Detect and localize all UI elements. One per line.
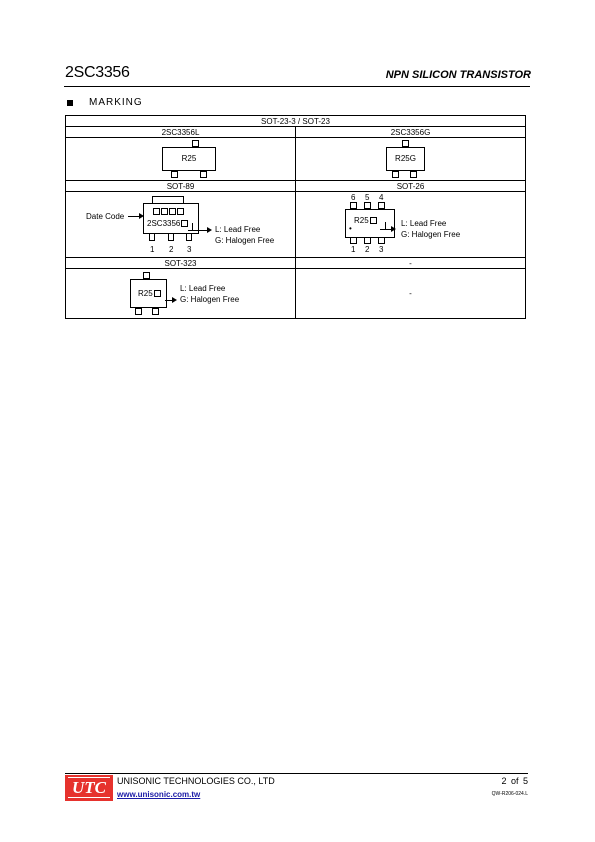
empty-cell: -	[295, 268, 526, 319]
sot23-lead-free-title: 2SC3356L	[65, 126, 296, 138]
arrow-icon	[207, 227, 212, 233]
package-pin-icon	[135, 308, 142, 315]
option-box-icon	[181, 220, 189, 228]
package-marking: R25	[354, 216, 369, 225]
package-pin-icon	[149, 233, 155, 241]
option-box-icon	[369, 217, 377, 225]
pin-number: 3	[187, 245, 192, 254]
package-pin-icon	[410, 171, 417, 178]
sot323-cell: R25 L: Lead Free G: Halogen Free	[65, 268, 296, 319]
document-type: NPN SILICON TRANSISTOR	[385, 69, 531, 81]
empty-header: -	[295, 257, 526, 269]
package-body: 2SC3356	[143, 203, 199, 234]
date-code-boxes	[152, 207, 184, 216]
pin-number: 4	[379, 193, 384, 202]
header-rule	[64, 86, 530, 87]
package-marking: R25	[181, 154, 197, 163]
package-pin-icon	[192, 140, 199, 147]
package-pin-icon	[168, 233, 174, 241]
sot323-title: SOT-323	[65, 257, 296, 269]
package-marking: R25G	[395, 154, 416, 163]
package-pin-icon	[350, 237, 357, 244]
package-marking: R25	[138, 289, 153, 298]
website-link[interactable]: www.unisonic.com.tw	[117, 790, 201, 799]
package-pin-icon	[378, 237, 385, 244]
sot23-lead-free-cell: R25	[65, 137, 296, 181]
marking-table: SOT-23-3 / SOT-23 2SC3356L 2SC3356G R25 …	[65, 115, 526, 319]
package-body: R25	[162, 147, 216, 171]
package-marking: 2SC3356	[147, 219, 181, 228]
arrow-icon	[391, 226, 396, 232]
logo-text: UTC	[72, 778, 106, 797]
document-code: QW-R206-024.L	[491, 791, 528, 797]
halogen-free-note: G: Halogen Free	[215, 236, 275, 245]
package-pin-icon	[186, 233, 192, 241]
sot89-cell: Date Code 2SC3356 L: Lead Free G: Haloge…	[65, 191, 296, 258]
page-number: 2 of 5	[501, 776, 528, 786]
date-code-box-icon	[177, 208, 184, 216]
footer-rule	[65, 773, 528, 774]
pin-number: 3	[379, 245, 384, 254]
date-code-box-icon	[161, 208, 168, 216]
pin1-dot-icon: •	[349, 224, 352, 233]
halogen-free-note: G: Halogen Free	[401, 230, 461, 239]
option-leader	[188, 223, 193, 231]
date-code-label: Date Code	[86, 212, 125, 221]
lead-free-note: L: Lead Free	[401, 219, 447, 228]
pin-number: 5	[365, 193, 370, 202]
package-pin-icon	[402, 140, 409, 147]
option-arrow	[165, 300, 173, 301]
logo-line	[68, 797, 110, 798]
utc-logo: UTC	[65, 775, 113, 801]
package-pin-icon	[378, 202, 385, 209]
pin-number: 2	[169, 245, 174, 254]
option-box-icon	[153, 290, 161, 298]
sot26-cell: 6 5 4 R25 • L: Lead Free G: Halogen Free…	[295, 191, 526, 258]
pin-number: 1	[351, 245, 356, 254]
package-body: R25G	[386, 147, 425, 171]
section-bullet-icon	[67, 100, 73, 106]
sot26-title: SOT-26	[295, 180, 526, 192]
package-pin-icon	[171, 171, 178, 178]
package-pin-icon	[364, 202, 371, 209]
package-pin-icon	[143, 272, 150, 279]
arrow-icon	[139, 213, 144, 219]
lead-free-note: L: Lead Free	[180, 284, 226, 293]
part-number: 2SC3356	[65, 64, 130, 81]
section-title: MARKING	[89, 97, 143, 108]
lead-free-note: L: Lead Free	[215, 225, 261, 234]
pin-number: 1	[150, 245, 155, 254]
option-arrow	[192, 230, 208, 231]
package-pin-icon	[364, 237, 371, 244]
date-code-box-icon	[169, 208, 176, 216]
halogen-free-note: G: Halogen Free	[180, 295, 240, 304]
company-name: UNISONIC TECHNOLOGIES CO., LTD	[117, 776, 275, 786]
package-pin-icon	[392, 171, 399, 178]
package-pin-icon	[152, 308, 159, 315]
sot23-halogen-free-cell: R25G	[295, 137, 526, 181]
pin-number: 6	[351, 193, 356, 202]
sot89-title: SOT-89	[65, 180, 296, 192]
pin-number: 2	[365, 245, 370, 254]
date-code-arrow	[128, 216, 140, 217]
sot23-header: SOT-23-3 / SOT-23	[65, 115, 526, 127]
option-arrow	[385, 229, 393, 230]
sot23-halogen-free-title: 2SC3356G	[295, 126, 526, 138]
package-body: R25	[130, 279, 167, 308]
date-code-box-icon	[153, 208, 160, 216]
option-leader	[380, 222, 386, 230]
package-pin-icon	[350, 202, 357, 209]
arrow-icon	[172, 297, 177, 303]
package-pin-icon	[200, 171, 207, 178]
package-body: R25 •	[345, 209, 395, 238]
logo-line	[68, 777, 110, 778]
